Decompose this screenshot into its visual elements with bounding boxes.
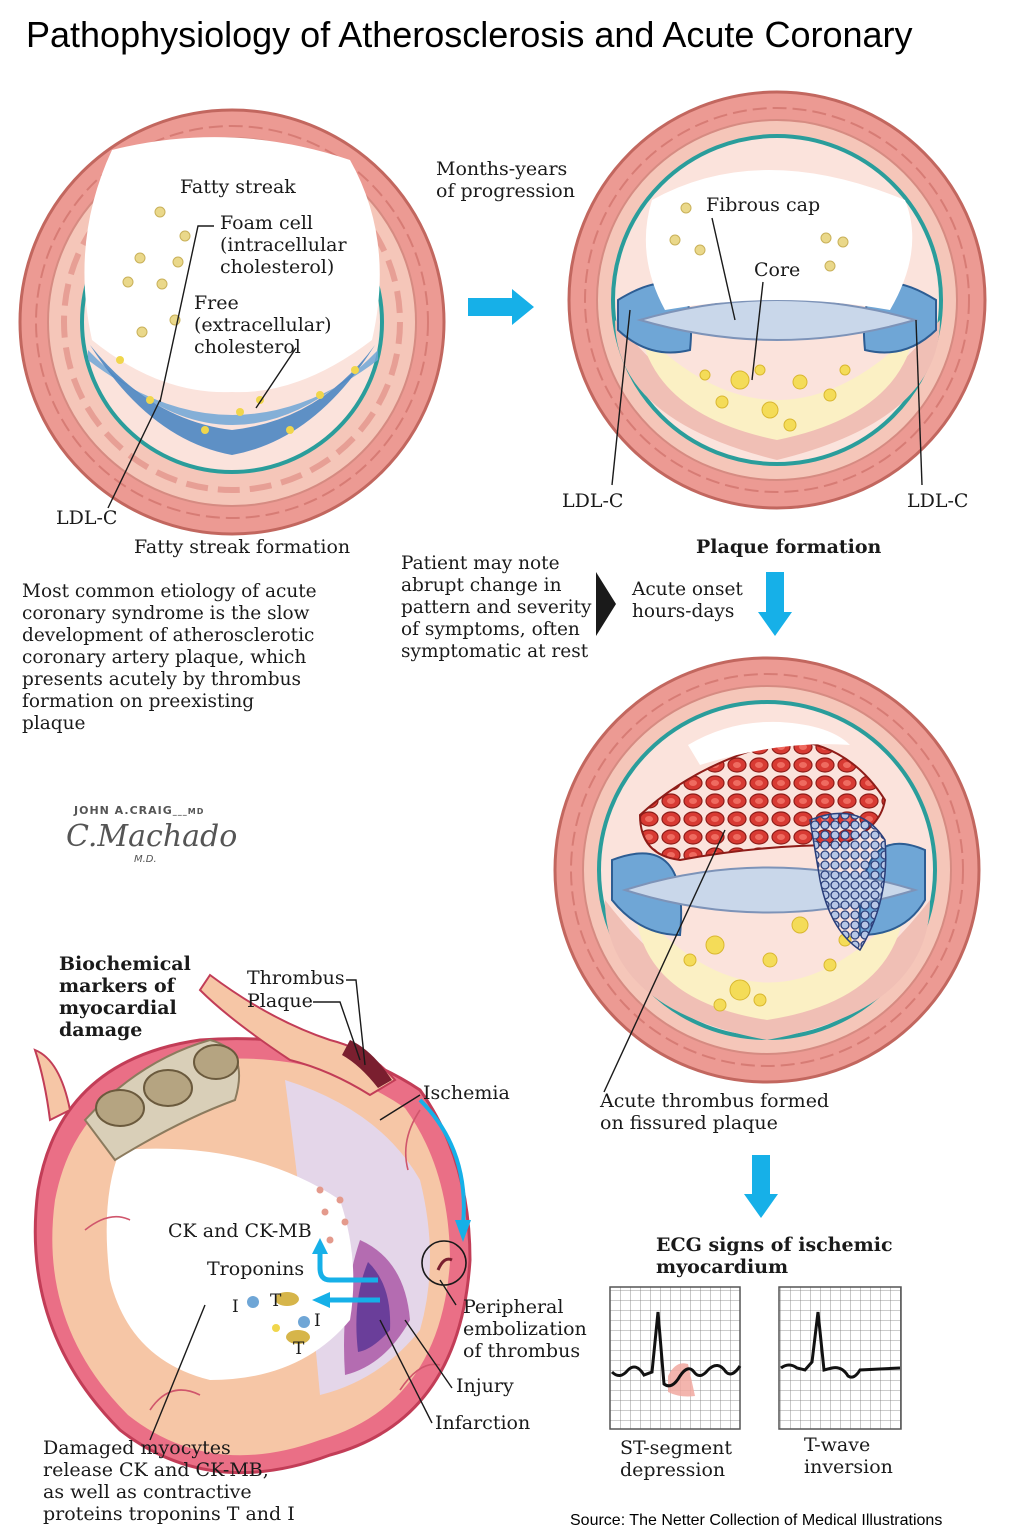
ecg-t-wave-inversion bbox=[778, 1286, 902, 1430]
label-troponins: Troponins bbox=[207, 1258, 305, 1280]
label-troponin-t-2: T bbox=[293, 1339, 305, 1359]
troponin-t-marker-1 bbox=[275, 1292, 299, 1306]
label-months-years: Months-years of progression bbox=[436, 158, 575, 202]
caption-fatty-streak-formation: Fatty streak formation bbox=[134, 536, 351, 558]
source-credit: Source: The Netter Collection of Medical… bbox=[570, 1512, 943, 1529]
heading-biochemical-markers: Biochemical markers of myocardial damage bbox=[59, 953, 191, 1041]
heart-leader-lines bbox=[149, 979, 457, 1441]
etiology-paragraph: Most common etiology of acute coronary s… bbox=[22, 581, 317, 734]
caption-acute-thrombus: Acute thrombus formed on fissured plaque bbox=[600, 1090, 830, 1134]
patient-note: Patient may note abrupt change in patter… bbox=[401, 553, 592, 662]
arrowhead-symptoms bbox=[596, 572, 616, 636]
heading-ecg-signs: ECG signs of ischemic myocardium bbox=[656, 1234, 893, 1278]
cardiac-marker-dots bbox=[316, 1186, 349, 1244]
label-fatty-streak: Fatty streak bbox=[180, 176, 296, 198]
label-ischemia: Ischemia bbox=[423, 1082, 510, 1104]
label-ck-ck-mb: CK and CK-MB bbox=[168, 1220, 312, 1242]
label-core: Core bbox=[754, 259, 801, 281]
label-troponin-t-1: T bbox=[270, 1291, 282, 1311]
arrow-to-ecg bbox=[744, 1155, 778, 1218]
label-troponin-i-2: I bbox=[314, 1311, 321, 1331]
label-free-cholesterol: Free (extracellular) cholesterol bbox=[194, 292, 332, 358]
arrow-progression bbox=[468, 289, 534, 325]
label-troponin-i-1: I bbox=[232, 1297, 239, 1317]
heart-diagram bbox=[33, 973, 472, 1475]
label-injury: Injury bbox=[456, 1375, 514, 1397]
label-foam-cell: Foam cell (intracellular cholesterol) bbox=[220, 212, 347, 278]
caption-damaged-myocytes: Damaged myocytes release CK and CK-MB, a… bbox=[43, 1437, 295, 1525]
label-t-wave-inversion: T-wave inversion bbox=[804, 1434, 893, 1478]
label-ldl-c-streak: LDL-C bbox=[56, 507, 118, 529]
troponin-i-marker-1 bbox=[247, 1296, 259, 1308]
artery-thrombus bbox=[553, 656, 981, 1084]
label-acute-onset: Acute onset hours-days bbox=[632, 579, 743, 622]
arrow-acute-onset bbox=[758, 572, 792, 636]
label-plaque: Plaque bbox=[247, 990, 313, 1012]
arrow-ischemia-spread bbox=[418, 1098, 466, 1226]
troponin-i-marker-2 bbox=[298, 1316, 310, 1328]
arrow-ck-release bbox=[317, 1252, 378, 1283]
leader-lines bbox=[107, 217, 923, 1093]
troponin-t-marker-2 bbox=[286, 1330, 310, 1344]
label-infarction: Infarction bbox=[435, 1412, 531, 1434]
label-fibrous-cap: Fibrous cap bbox=[706, 194, 821, 216]
label-ldl-c-right: LDL-C bbox=[907, 490, 969, 512]
ecg-st-depression bbox=[609, 1286, 742, 1430]
label-st-depression: ST-segment depression bbox=[620, 1437, 732, 1481]
caption-plaque-formation: Plaque formation bbox=[696, 536, 882, 558]
label-ldl-c-left: LDL-C bbox=[562, 490, 624, 512]
illustrator-signature: JOHN A.CRAIG___MD C.Machado M.D. bbox=[66, 804, 238, 865]
label-thrombus: Thrombus bbox=[247, 967, 345, 989]
artery-plaque bbox=[567, 90, 987, 510]
page-title: Pathophysiology of Atherosclerosis and A… bbox=[26, 14, 913, 55]
label-peripheral-embolization: Peripheral embolization of thrombus bbox=[463, 1296, 587, 1362]
artery-fatty-streak bbox=[18, 108, 446, 536]
